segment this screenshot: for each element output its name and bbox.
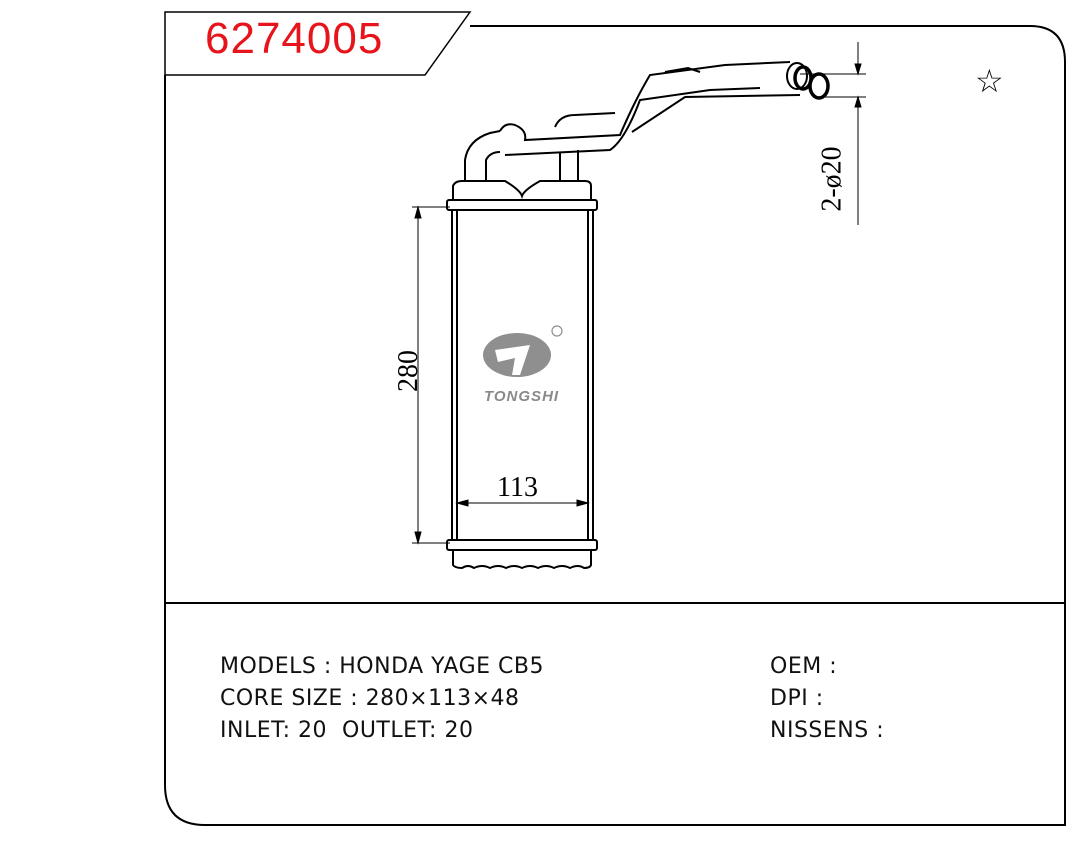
width-dimension: 113	[497, 472, 538, 503]
spec-dpi: DPI :	[770, 686, 824, 711]
spec-core-size: CORE SIZE : 280×113×48	[220, 686, 520, 711]
star-outline-icon[interactable]: ☆	[975, 63, 1004, 99]
spec-inlet-outlet: INLET: 20 OUTLET: 20	[220, 718, 474, 743]
height-dimension: 280	[393, 350, 424, 392]
brand-logo	[483, 325, 563, 377]
dimension-lines	[412, 42, 866, 545]
spec-nissens: NISSENS :	[770, 718, 885, 743]
brand-name: TONGSHI	[484, 388, 560, 405]
part-number: 6274005	[205, 14, 384, 63]
sheet-frame	[164, 11, 472, 76]
core	[446, 61, 830, 570]
pipe-dimension: 2-ø20	[816, 146, 848, 212]
spec-models: MODELS : HONDA YAGE CB5	[220, 654, 544, 679]
spec-oem: OEM :	[770, 654, 838, 679]
